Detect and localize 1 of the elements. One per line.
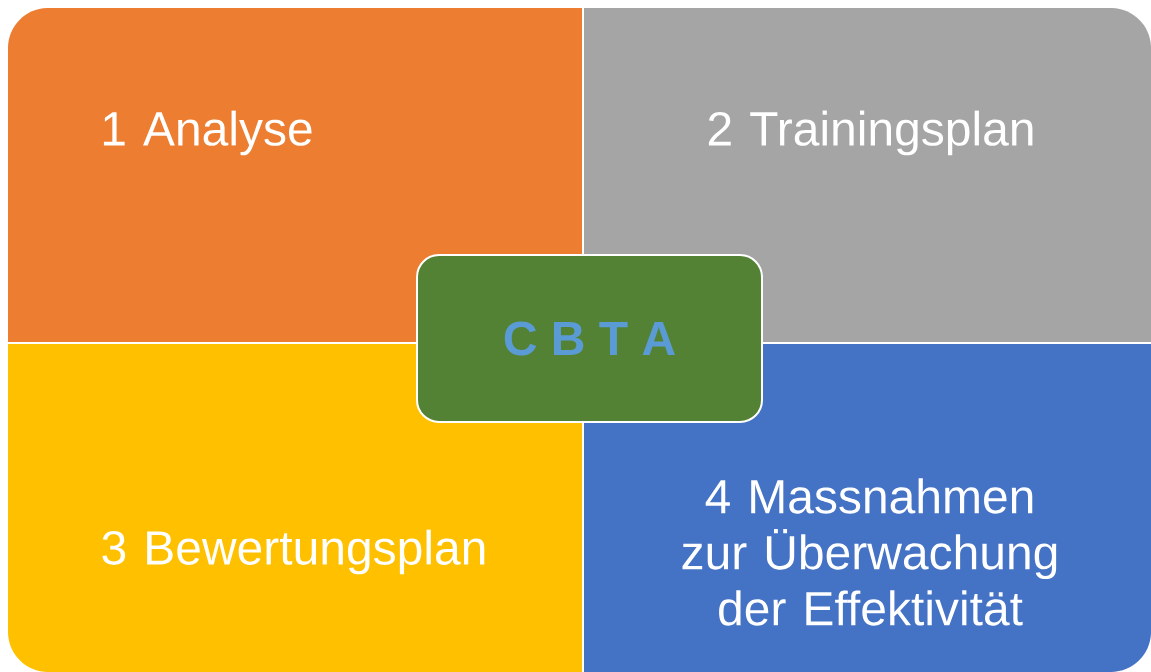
center-box: C B T A (416, 254, 763, 423)
